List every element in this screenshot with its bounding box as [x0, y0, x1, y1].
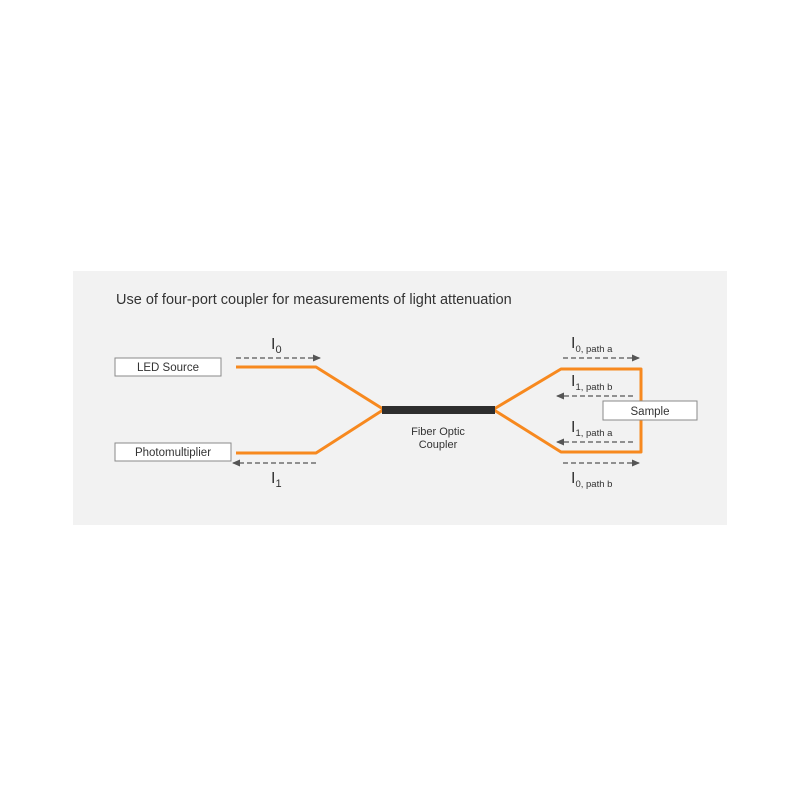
label-i0: I0 [271, 336, 282, 356]
fiber-path-a [493, 367, 643, 411]
sample-label: Sample [631, 406, 670, 418]
coupler-label-line2: Coupler [419, 439, 458, 451]
label-i1-path-a: I1, path a [571, 419, 613, 439]
coupler-diagram: Use of four-port coupler for measurement… [114, 292, 698, 490]
fiber-optic-coupler [382, 406, 495, 414]
fiber-led-branch [236, 365, 384, 411]
led-source-box [114, 357, 222, 377]
fiber-path-b [493, 408, 643, 454]
sample-box [602, 400, 698, 421]
photomultiplier-box [114, 442, 232, 462]
label-i1-path-b: I1, path b [571, 373, 612, 393]
coupler-label-line1: Fiber Optic [411, 426, 465, 438]
diagram-title: Use of four-port coupler for measurement… [116, 292, 512, 308]
photomultiplier-label: Photomultiplier [135, 447, 211, 459]
diagram-panel: Use of four-port coupler for measurement… [73, 271, 727, 525]
label-i0-path-a: I0, path a [571, 335, 613, 355]
label-i0-path-b: I0, path b [571, 470, 612, 490]
label-i1: I1 [271, 470, 282, 490]
led-source-label: LED Source [137, 362, 199, 374]
fiber-photomultiplier-branch [236, 408, 384, 455]
